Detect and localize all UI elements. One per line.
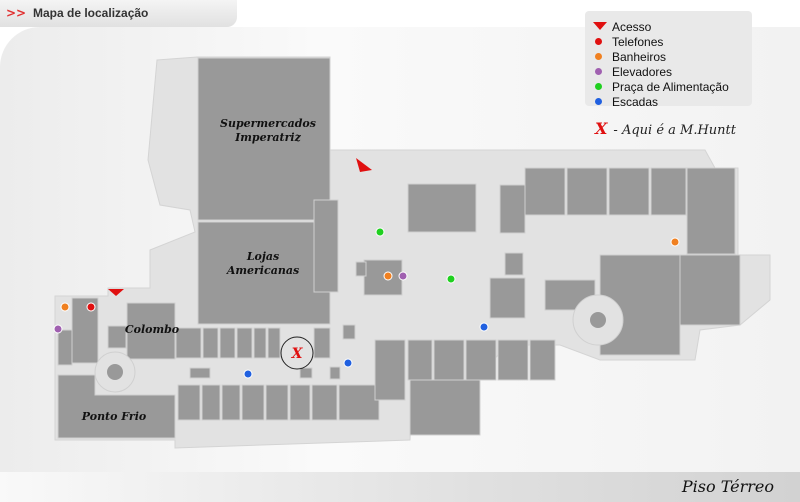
current-location-marker[interactable]: X bbox=[280, 336, 314, 370]
map-legend: Acesso Telefones Banheiros Elevadores Pr… bbox=[585, 11, 752, 109]
legend-label: Praça de Alimentação bbox=[612, 80, 729, 94]
plaza-circles bbox=[94, 294, 624, 393]
restroom-icon bbox=[595, 53, 602, 60]
floor-title: Piso Térreo bbox=[681, 477, 774, 496]
you-are-here-x: X bbox=[291, 346, 304, 362]
phone-icon bbox=[86, 302, 96, 312]
store-ponto-frio[interactable]: Ponto Frio bbox=[81, 410, 147, 423]
legend-label: Elevadores bbox=[612, 65, 673, 79]
header-arrow-icon: >> bbox=[6, 6, 27, 20]
store-colombo[interactable]: Colombo bbox=[124, 323, 180, 336]
store-supermercados-imperatriz[interactable]: Supermercados Imperatriz bbox=[218, 117, 318, 145]
elevator-icon bbox=[398, 271, 408, 281]
legend-label: Telefones bbox=[612, 35, 664, 49]
store-lojas-americanas[interactable]: Lojas Americanas bbox=[213, 250, 313, 278]
stairs-icon bbox=[595, 98, 602, 105]
store-label-line-2: Imperatriz bbox=[235, 131, 301, 144]
amenity-icons bbox=[53, 227, 680, 379]
access-icon bbox=[593, 22, 607, 30]
legend-label: Escadas bbox=[612, 95, 659, 109]
you-are-here-legend: X - Aqui é a M.Huntt bbox=[595, 119, 736, 138]
access-markers bbox=[108, 158, 372, 296]
restroom-icon bbox=[60, 302, 70, 312]
stairs-icon bbox=[343, 358, 353, 368]
store-label-line-2: Americanas bbox=[226, 264, 300, 277]
you-are-here-text: - Aqui é a M.Huntt bbox=[613, 123, 737, 138]
page-title: Mapa de localização bbox=[33, 6, 149, 20]
footer-bar: Piso Térreo bbox=[0, 472, 800, 502]
restroom-icon bbox=[670, 237, 680, 247]
stairs-icon bbox=[479, 322, 489, 332]
legend-label: Banheiros bbox=[612, 50, 667, 64]
store-blocks bbox=[57, 57, 741, 439]
stairs-icon bbox=[243, 369, 253, 379]
store-label-line-1: Lojas bbox=[246, 250, 280, 263]
food-court-icon bbox=[595, 83, 602, 90]
header-tab: >> Mapa de localização bbox=[0, 0, 237, 27]
store-label-line-1: Supermercados bbox=[220, 117, 316, 130]
restroom-icon bbox=[383, 271, 393, 281]
food-court-icon bbox=[446, 274, 456, 284]
food-court-icon bbox=[375, 227, 385, 237]
elevator-icon bbox=[53, 324, 63, 334]
phone-icon bbox=[595, 38, 602, 45]
elevator-icon bbox=[595, 68, 602, 75]
you-are-here-x-icon: X bbox=[595, 119, 608, 138]
legend-label: Acesso bbox=[612, 20, 652, 34]
access-icon-top bbox=[356, 158, 372, 172]
access-icon-left bbox=[108, 289, 124, 296]
